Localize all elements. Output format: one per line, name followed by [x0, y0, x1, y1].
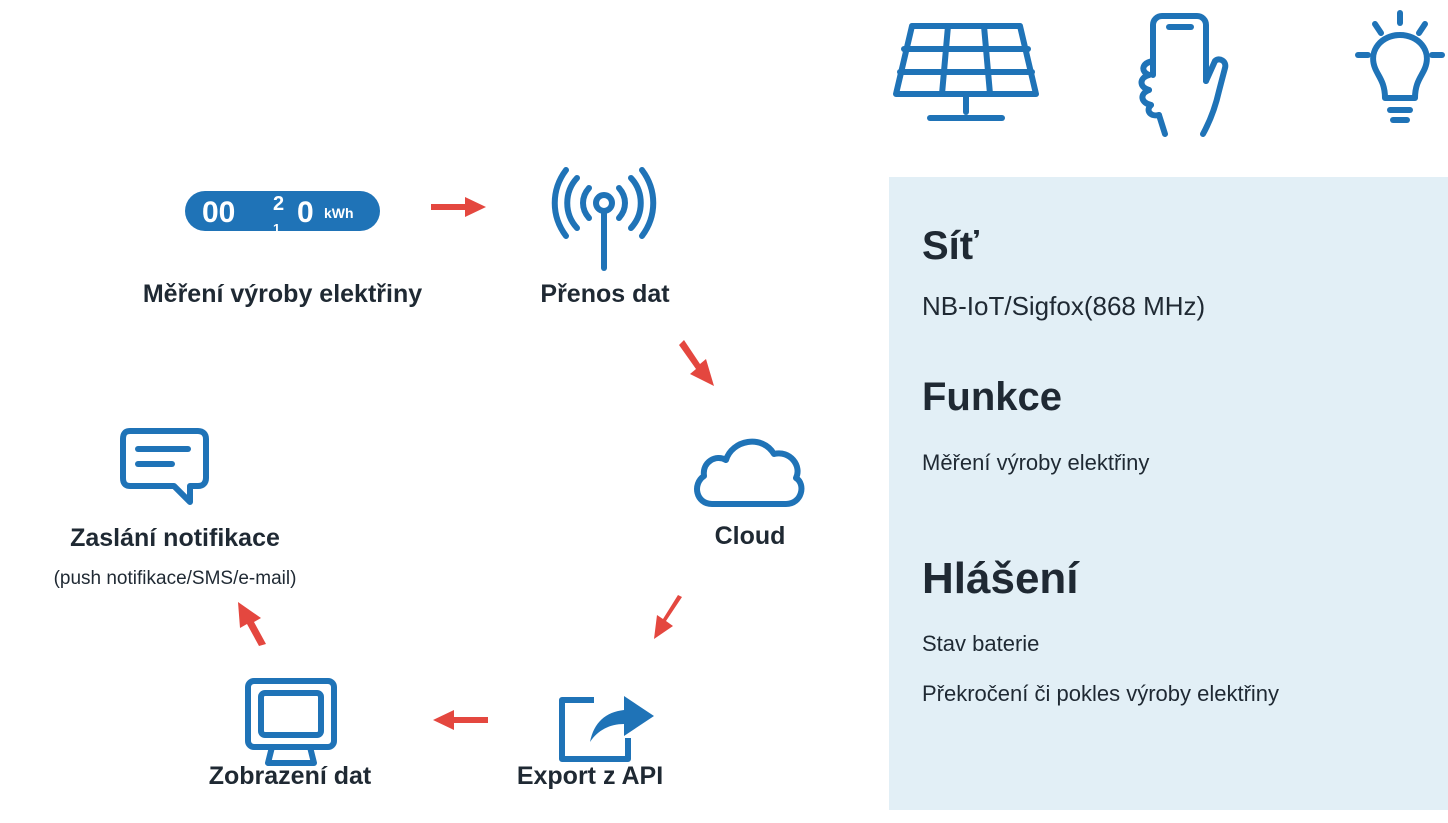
share-export-icon	[556, 688, 660, 764]
report-heading: Hlášení	[922, 554, 1079, 603]
arrow-down-right-icon	[678, 340, 722, 392]
step-label-cloud: Cloud	[714, 522, 786, 550]
energy-meter-counter: 00 2 1 0 kWh	[184, 190, 381, 236]
device-info-panel: Síť NB-IoT/Sigfox(868 MHz) Funkce Měření…	[889, 177, 1448, 810]
monitor-icon	[242, 677, 340, 769]
arrow-up-left-icon	[236, 600, 270, 646]
step-label-display: Zobrazení dat	[208, 762, 372, 790]
network-value: NB-IoT/Sigfox(868 MHz)	[922, 291, 1206, 321]
light-bulb-icon	[1355, 10, 1445, 130]
cloud-icon	[690, 432, 808, 512]
meter-unit: kWh	[324, 205, 354, 221]
solar-panel-icon	[892, 22, 1040, 126]
smartphone-hand-icon	[1135, 13, 1231, 139]
step-label-measurement: Měření výroby elektřiny	[142, 280, 423, 308]
step-label-export: Export z API	[516, 762, 664, 790]
arrow-right-icon	[431, 195, 487, 219]
report-item: Stav baterie	[922, 631, 1040, 656]
function-value: Měření výroby elektřiny	[922, 450, 1150, 475]
function-heading: Funkce	[922, 375, 1063, 419]
meter-digits-left: 00	[202, 196, 235, 229]
arrow-down-left-icon	[652, 595, 686, 641]
chat-message-icon	[120, 428, 210, 506]
meter-digit-roll-top: 2	[273, 193, 284, 215]
step-notification-channels: (push notifikace/SMS/e-mail)	[53, 568, 297, 589]
network-heading: Síť	[922, 224, 979, 268]
step-label-transmission: Přenos dat	[540, 280, 670, 308]
antenna-signal-icon	[551, 167, 657, 272]
meter-digit-roll-bottom: 1	[273, 221, 280, 232]
step-label-notification: Zaslání notifikace	[70, 524, 280, 552]
meter-digit-right: 0	[297, 196, 314, 229]
arrow-left-icon	[432, 708, 488, 732]
report-item: Překročení či pokles výroby elektřiny	[922, 681, 1280, 706]
